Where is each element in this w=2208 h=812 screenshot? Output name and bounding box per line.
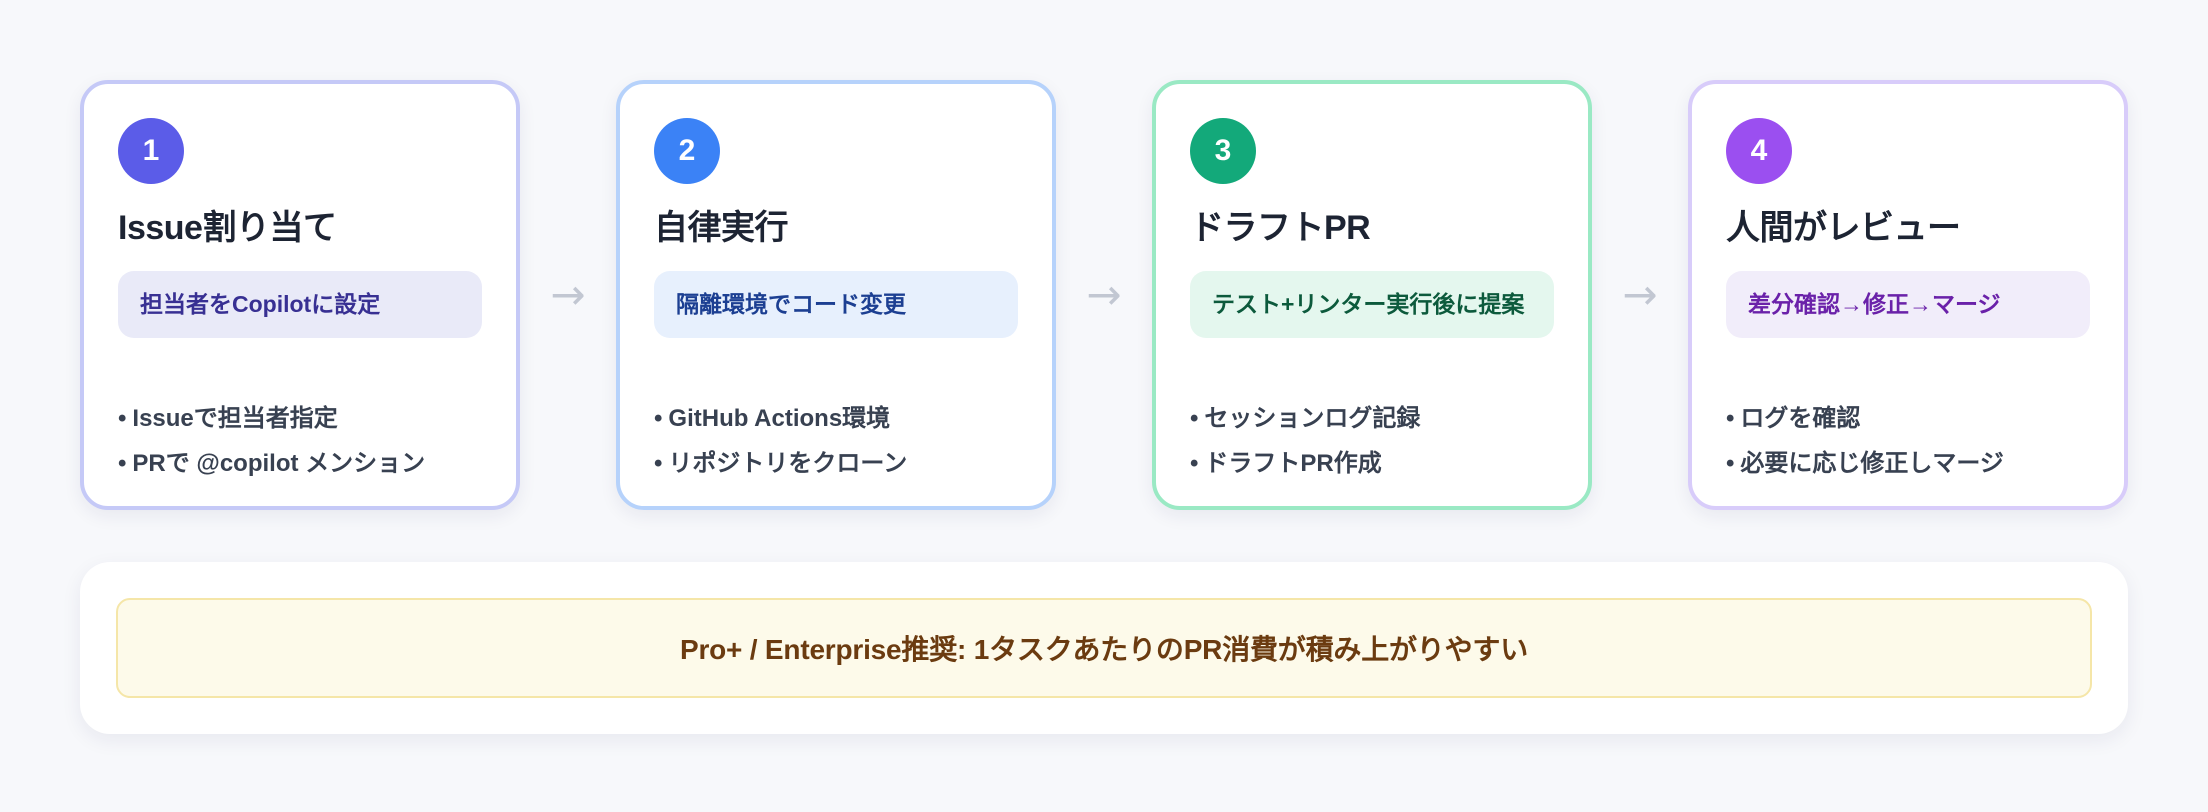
bullet-label: セッションログ記録: [1204, 405, 1421, 433]
bullet-icon: •: [1726, 405, 1735, 433]
list-item: •セッションログ記録: [1190, 405, 1554, 433]
bullet-label: GitHub Actions環境: [668, 405, 891, 433]
bullet-label: Issueで担当者指定: [132, 405, 338, 433]
list-item: •ドラフトPR作成: [1190, 450, 1554, 478]
bullet-label: リポジトリをクローン: [668, 449, 908, 477]
list-item: •リポジトリをクローン: [654, 450, 1018, 478]
arrow-right-icon-2: →: [1086, 270, 1122, 319]
step-title-1: Issue割り当て: [118, 209, 337, 247]
step-pill-2: 隔離環境でコード変更: [654, 270, 1018, 339]
note-panel: Pro+ / Enterprise推奨: 1タスクあたりのPR消費が積み上がりや…: [80, 562, 2128, 734]
step-bullets-1: •Issueで担当者指定 •PRで @copilot メンション: [118, 401, 482, 478]
arrow-right-icon-3: →: [1622, 270, 1658, 319]
step-card-1[interactable]: 1 Issue割り当て 担当者をCopilotに設定 •Issueで担当者指定 …: [80, 80, 520, 510]
step-card-4[interactable]: 4 人間がレビュー 差分確認→修正→マージ •ログを確認 •必要に応じ修正しマー…: [1688, 80, 2128, 510]
list-item: •PRで @copilot メンション: [118, 450, 482, 478]
bullet-icon: •: [654, 449, 663, 477]
list-item: •Issueで担当者指定: [118, 405, 482, 433]
step-pill-3: テスト+リンター実行後に提案: [1190, 270, 1554, 339]
step-bullets-4: •ログを確認 •必要に応じ修正しマージ: [1726, 401, 2090, 478]
step-pill-4: 差分確認→修正→マージ: [1726, 270, 2090, 339]
bullet-label: PRで @copilot メンション: [132, 449, 426, 477]
step-number-badge-3: 3: [1190, 118, 1256, 184]
step-bullets-3: •セッションログ記録 •ドラフトPR作成: [1190, 401, 1554, 478]
bullet-label: ログを確認: [1740, 405, 1861, 433]
note-banner: Pro+ / Enterprise推奨: 1タスクあたりのPR消費が積み上がりや…: [116, 598, 2092, 698]
step-number-badge-2: 2: [654, 118, 720, 184]
step-card-2[interactable]: 2 自律実行 隔離環境でコード変更 •GitHub Actions環境 •リポジ…: [616, 80, 1056, 510]
note-text: Pro+ / Enterprise推奨: 1タスクあたりのPR消費が積み上がりや…: [679, 634, 1529, 665]
bullet-icon: •: [1726, 449, 1735, 477]
step-pill-1: 担当者をCopilotに設定: [118, 270, 482, 339]
bullet-icon: •: [118, 405, 127, 433]
arrow-right-icon-1: →: [550, 270, 586, 319]
step-bullets-2: •GitHub Actions環境 •リポジトリをクローン: [654, 401, 1018, 478]
bullet-icon: •: [1190, 449, 1199, 477]
bullet-icon: •: [1190, 405, 1199, 433]
bullet-label: 必要に応じ修正しマージ: [1740, 449, 2004, 477]
step-title-3: ドラフトPR: [1190, 209, 1371, 247]
list-item: •必要に応じ修正しマージ: [1726, 450, 2090, 478]
step-title-4: 人間がレビュー: [1726, 209, 1961, 247]
list-item: •GitHub Actions環境: [654, 405, 1018, 433]
bullet-icon: •: [118, 449, 127, 477]
step-number-badge-4: 4: [1726, 118, 1792, 184]
workflow-steps-row: 1 Issue割り当て 担当者をCopilotに設定 •Issueで担当者指定 …: [80, 80, 2128, 510]
step-title-2: 自律実行: [654, 209, 789, 247]
bullet-icon: •: [654, 405, 663, 433]
step-number-badge-1: 1: [118, 118, 184, 184]
bullet-label: ドラフトPR作成: [1204, 449, 1382, 477]
list-item: •ログを確認: [1726, 405, 2090, 433]
step-card-3[interactable]: 3 ドラフトPR テスト+リンター実行後に提案 •セッションログ記録 •ドラフト…: [1152, 80, 1592, 510]
